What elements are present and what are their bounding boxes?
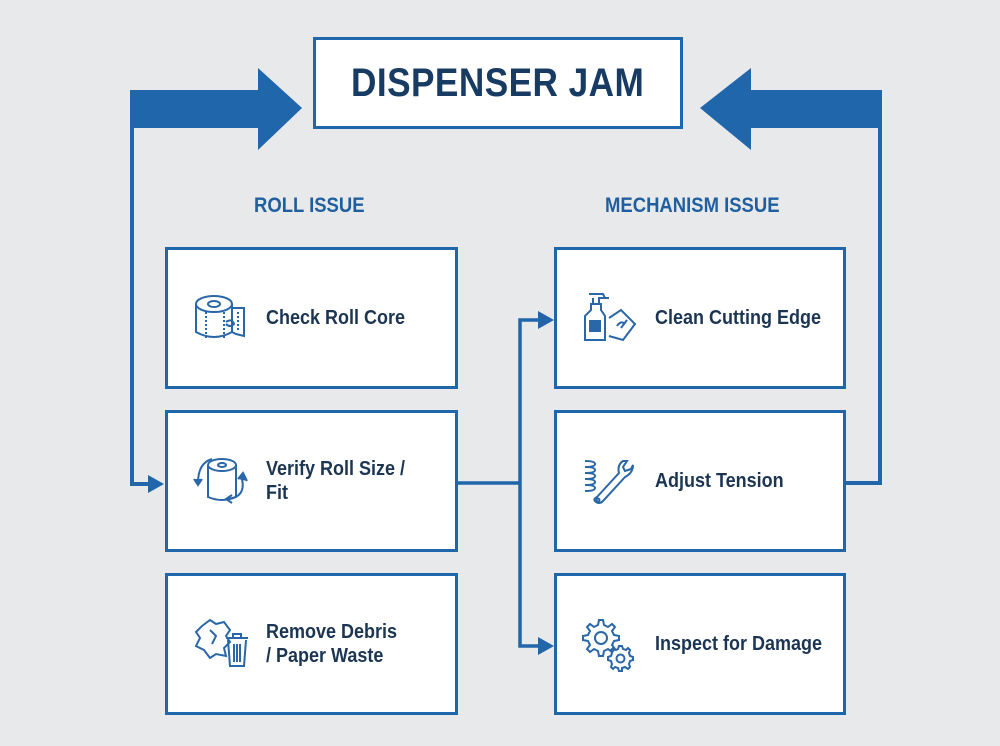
card-inspect-damage: Inspect for Damage — [554, 573, 846, 715]
left-big-arrow — [130, 68, 302, 150]
card-adjust-tension: Adjust Tension — [554, 410, 846, 552]
card-verify-roll-size: Verify Roll Size / Fit — [165, 410, 458, 552]
step-label: Check Roll Core — [266, 307, 406, 329]
card-clean-cutting-edge: Clean Cutting Edge — [554, 247, 846, 389]
right-big-arrow — [700, 68, 882, 150]
left-feedback-connector — [130, 126, 150, 486]
step-label: Verify Roll Size / Fit — [266, 458, 406, 504]
title-box: DISPENSER JAM — [313, 37, 683, 129]
roll-rotate-icon — [193, 458, 248, 504]
card-check-roll-core: Check Roll Core — [165, 247, 458, 389]
toilet-paper-roll-icon — [195, 295, 245, 338]
step-label: Inspect for Damage — [655, 633, 823, 655]
card-remove-debris: Remove Debris / Paper Waste — [165, 573, 458, 715]
trash-debris-icon — [194, 618, 248, 667]
mechanism-branch-connector — [518, 318, 540, 648]
section-label-roll-issue: ROLL ISSUE — [254, 194, 365, 217]
step-label: Remove Debris / Paper Waste — [266, 621, 398, 667]
right-feedback-connector — [846, 126, 882, 485]
arrowhead-to-inspect-damage — [538, 637, 554, 655]
arrowhead-to-verify-roll — [148, 475, 164, 493]
diagram-title: DISPENSER JAM — [351, 60, 645, 105]
step-label: Adjust Tension — [655, 470, 784, 492]
step-label: Clean Cutting Edge — [655, 307, 822, 329]
section-label-mechanism-issue: MECHANISM ISSUE — [605, 194, 780, 217]
spring-wrench-icon — [584, 460, 634, 504]
spray-bottle-cloth-icon — [584, 293, 637, 342]
arrowhead-to-clean-edge — [538, 311, 554, 329]
gears-icon — [582, 619, 634, 672]
